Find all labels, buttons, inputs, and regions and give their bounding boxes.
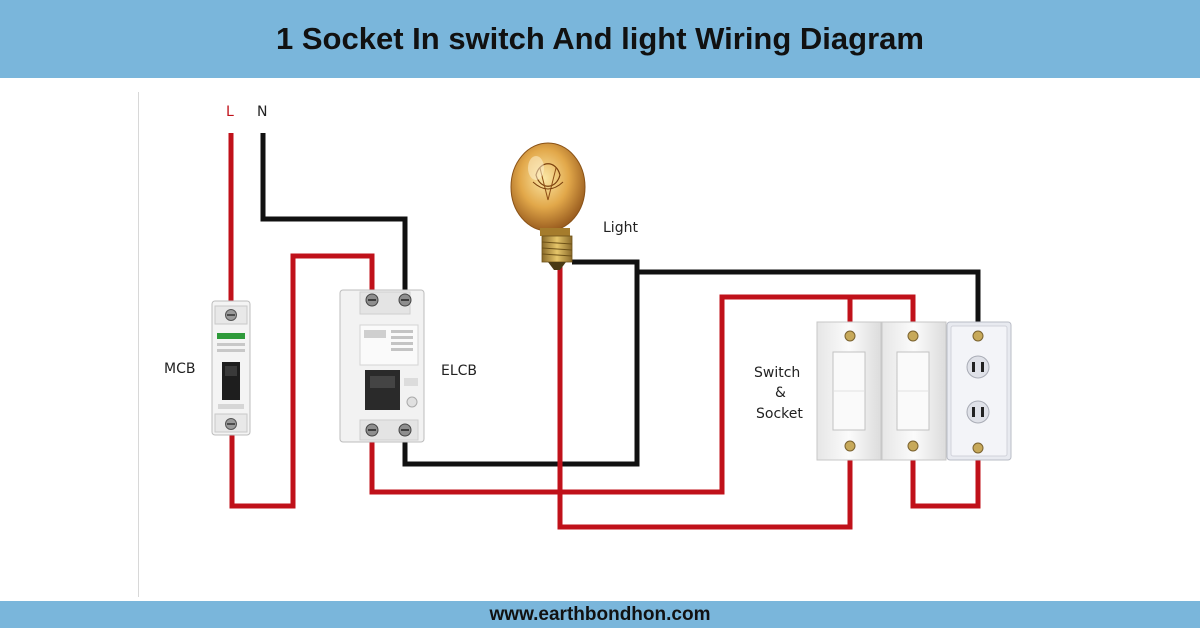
live-switch-to-socket-wire: [910, 448, 981, 509]
switch-1: [816, 321, 882, 461]
live-elcb-to-switch-wire: [369, 294, 916, 495]
power-socket: [946, 321, 1012, 461]
label-neutral: N: [257, 104, 267, 120]
mcb-breaker: [211, 300, 251, 436]
light-bulb-icon: [510, 142, 586, 270]
left-margin-line: [138, 92, 139, 597]
label-light: Light: [603, 220, 638, 236]
neutral-wires: [260, 133, 981, 467]
label-switch-line2: &: [775, 385, 786, 401]
website-link[interactable]: www.earthbondhon.com: [489, 603, 711, 625]
label-line: L: [226, 104, 234, 120]
elcb-breaker: [339, 289, 425, 443]
live-wires: [228, 133, 981, 530]
label-switch-line3: Socket: [756, 406, 803, 422]
neutral-supply-wire: [260, 133, 408, 300]
title-banner: 1 Socket In switch And light Wiring Diag…: [0, 0, 1200, 78]
footer-banner: www.earthbondhon.com: [0, 601, 1200, 628]
page-title: 1 Socket In switch And light Wiring Diag…: [276, 21, 924, 56]
switch-2: [881, 321, 947, 461]
live-mcb-to-elcb-wire: [229, 253, 375, 509]
label-switch-line1: Switch: [754, 365, 800, 381]
live-switch1-feed-wire: [722, 294, 853, 332]
label-elcb: ELCB: [441, 363, 477, 379]
label-mcb: MCB: [164, 361, 195, 377]
neutral-elcb-out-wire: [402, 259, 640, 467]
live-switch-to-light-wire: [557, 266, 853, 530]
neutral-socket-wire: [637, 269, 981, 322]
